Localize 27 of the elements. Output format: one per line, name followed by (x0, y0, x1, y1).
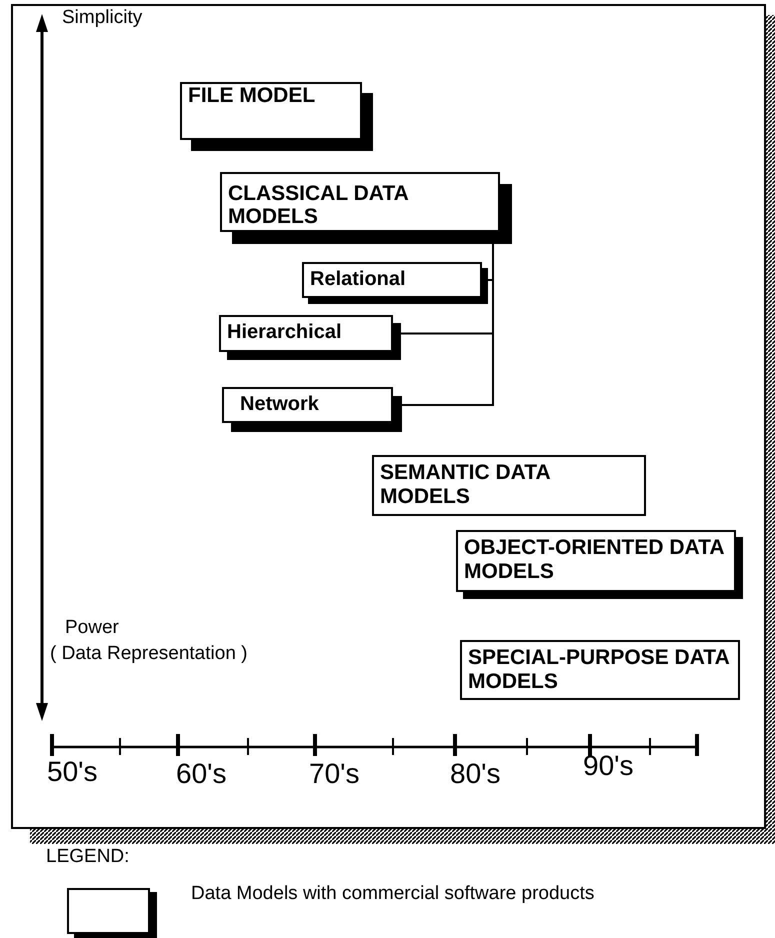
decade-label: 50's (47, 758, 98, 786)
legend-title: LEGEND: (46, 847, 130, 866)
box-label: FILE MODEL (188, 84, 316, 107)
connector-line (402, 244, 494, 406)
axis-label: ( Data Representation ) (50, 644, 248, 663)
model-box (456, 530, 736, 592)
box-label: OBJECT-ORIENTED DATA MODELS (464, 536, 725, 584)
decade-label: 60's (176, 760, 226, 788)
box-label: SPECIAL-PURPOSE DATA MODELS (468, 646, 730, 694)
box-label: Hierarchical (227, 321, 343, 343)
model-box (220, 172, 500, 232)
axis-label: Power (65, 618, 119, 637)
box-label: CLASSICAL DATA MODELS (228, 182, 410, 228)
decade-label: 90's (583, 752, 634, 780)
model-box (219, 315, 393, 352)
model-box (460, 640, 740, 700)
legend-text: Data Models with commercial software products (191, 884, 596, 904)
box-label: Relational (310, 268, 407, 290)
model-box (372, 455, 646, 516)
box-label: SEMANTIC DATA MODELS (380, 461, 551, 509)
decade-label: 70's (309, 760, 360, 788)
model-box (302, 262, 482, 298)
model-box (180, 82, 362, 140)
model-box (222, 387, 393, 423)
box-label: Network (240, 393, 320, 415)
axis-label: Simplicity (62, 8, 142, 27)
decade-label: 80's (450, 760, 500, 788)
